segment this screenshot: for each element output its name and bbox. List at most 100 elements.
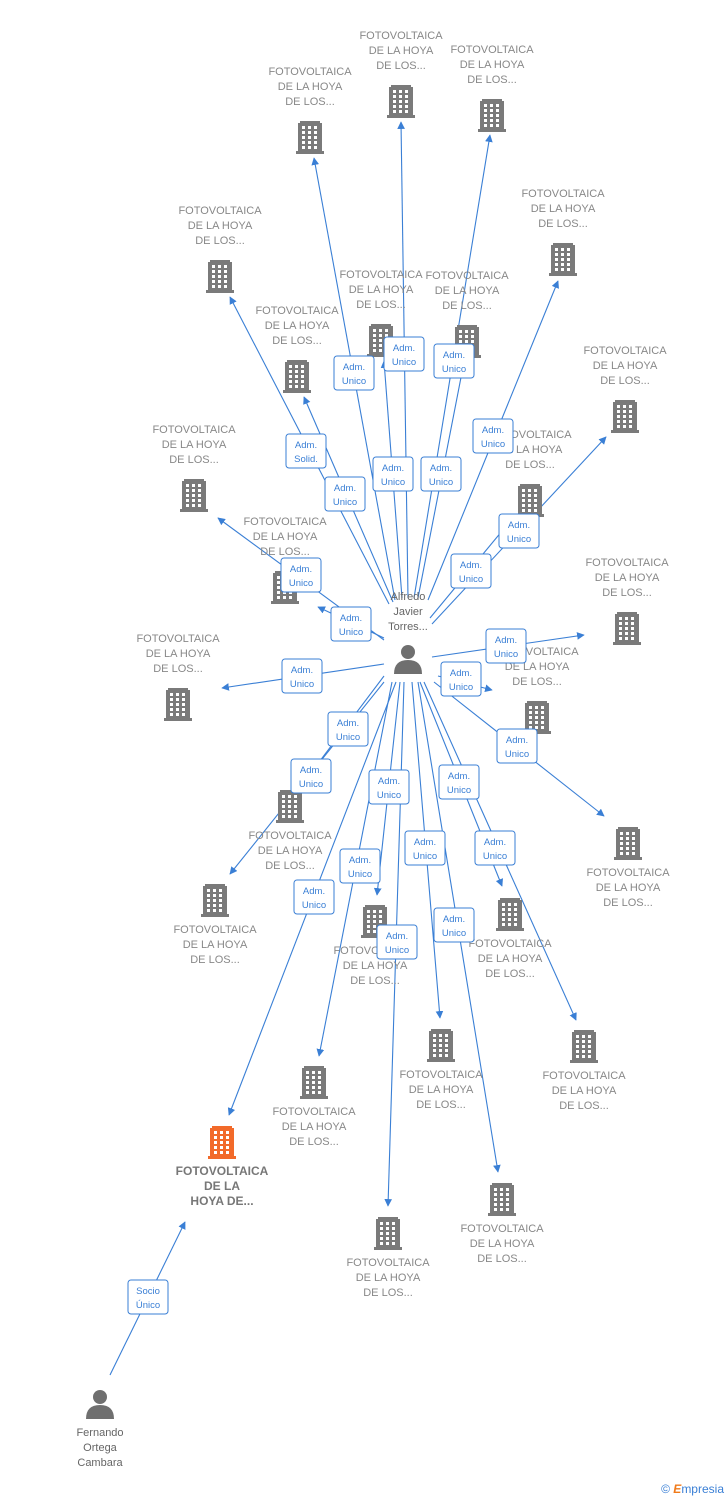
building-icon: [488, 1183, 516, 1216]
company-label: DE LOS...: [603, 897, 653, 909]
building-icon: [427, 1029, 455, 1062]
edge-role-badge[interactable]: Adm.Unico: [420, 456, 462, 492]
edge-role-badge[interactable]: Adm.Unico: [324, 476, 366, 512]
edge-role-badge[interactable]: Adm.Unico: [485, 628, 527, 664]
company-label: FOTOVOLTAICA: [248, 830, 332, 842]
edge-role-badge[interactable]: Adm.Unico: [450, 553, 492, 589]
edge-role-badge[interactable]: Adm.Unico: [440, 661, 482, 697]
building-icon: [276, 790, 304, 823]
badge-text-line: Adm.: [382, 463, 404, 474]
company-label: DE LA HOYA: [162, 439, 227, 451]
edge-role-badge[interactable]: Adm.Unico: [280, 557, 322, 593]
badge-box: [496, 728, 538, 764]
edge-role-badge[interactable]: Adm.Solid.: [285, 433, 327, 469]
edge-role-badge[interactable]: Adm.Unico: [498, 513, 540, 549]
brand-initial: E: [673, 1482, 682, 1496]
company-label: DE LOS...: [442, 300, 492, 312]
company-label: DE LOS...: [190, 954, 240, 966]
edge-role-badge[interactable]: Adm.Unico: [474, 830, 516, 866]
edge-role-badge[interactable]: Adm.Unico: [281, 658, 323, 694]
building-icon: [387, 85, 415, 118]
edge-role-badge[interactable]: Adm.Unico: [368, 769, 410, 805]
edge-role-badge[interactable]: Adm.Unico: [404, 830, 446, 866]
main-company-label: FOTOVOLTAICA: [176, 1164, 269, 1178]
edge-role-badge[interactable]: Adm.Unico: [438, 764, 480, 800]
company-label: FOTOVOLTAICA: [136, 633, 220, 645]
badge-text-line: Unico: [505, 749, 529, 760]
company-label: DE LA HOYA: [356, 1272, 421, 1284]
badge-text-line: Unico: [481, 439, 505, 450]
badge-text-line: Adm.: [340, 613, 362, 624]
company-label: DE LA HOYA: [498, 444, 563, 456]
building-icon: [478, 99, 506, 132]
person-label: Javier: [393, 606, 423, 618]
badge-text-line: Adm.: [290, 564, 312, 575]
edge-role-badge[interactable]: Adm.Unico: [290, 758, 332, 794]
company-label: DE LOS...: [485, 968, 535, 980]
badge-text-line: Unico: [392, 357, 416, 368]
footer-brand[interactable]: © Empresia: [661, 1482, 724, 1496]
company-label: DE LOS...: [153, 663, 203, 675]
edge-role-badge[interactable]: Adm.Unico: [376, 924, 418, 960]
badge-text-line: Unico: [483, 851, 507, 862]
edge-role-badge[interactable]: Adm.Unico: [327, 711, 369, 747]
company-label: FOTOVOLTAICA: [243, 516, 327, 528]
company-label: DE LOS...: [600, 375, 650, 387]
edge-role-badge[interactable]: Adm.Unico: [293, 879, 335, 915]
badge-text-line: Adm.: [430, 463, 452, 474]
badge-text-line: Unico: [442, 928, 466, 939]
edge-role-badge[interactable]: Adm.Unico: [372, 456, 414, 492]
edge-role-badge[interactable]: Adm.Unico: [472, 418, 514, 454]
edge-role-badge[interactable]: Adm.Unico: [496, 728, 538, 764]
badge-text-line: Unico: [342, 376, 366, 387]
badge-text-line: Adm.: [300, 765, 322, 776]
badge-text-line: Unico: [447, 785, 471, 796]
badge-text-line: Adm.: [450, 668, 472, 679]
edge-role-badge[interactable]: Adm.Unico: [383, 336, 425, 372]
badge-text-line: Adm.: [337, 718, 359, 729]
company-label: DE LOS...: [272, 335, 322, 347]
edge-role-badge[interactable]: Adm.Unico: [330, 606, 372, 642]
building-icon: [570, 1030, 598, 1063]
edge-role-badge[interactable]: Adm.Unico: [333, 355, 375, 391]
main-company-label: HOYA DE...: [190, 1194, 253, 1208]
badge-box: [383, 336, 425, 372]
badge-box: [327, 711, 369, 747]
building-icon: [611, 400, 639, 433]
edge-role-badge[interactable]: Adm.Unico: [433, 343, 475, 379]
edge-role-badge[interactable]: Adm.Unico: [433, 907, 475, 943]
badge-box: [404, 830, 446, 866]
company-label: DE LOS...: [285, 96, 335, 108]
company-label: DE LA HOYA: [435, 285, 500, 297]
badge-text-line: Adm.: [495, 635, 517, 646]
edge-role-badge[interactable]: Adm.Unico: [339, 848, 381, 884]
company-label: DE LA HOYA: [595, 572, 660, 584]
person-node-alfredo[interactable]: AlfredoJavierTorres...: [388, 591, 428, 674]
company-label: FOTOVOLTAICA: [450, 44, 534, 56]
badge-text-line: Unico: [302, 900, 326, 911]
building-icon: [201, 884, 229, 917]
